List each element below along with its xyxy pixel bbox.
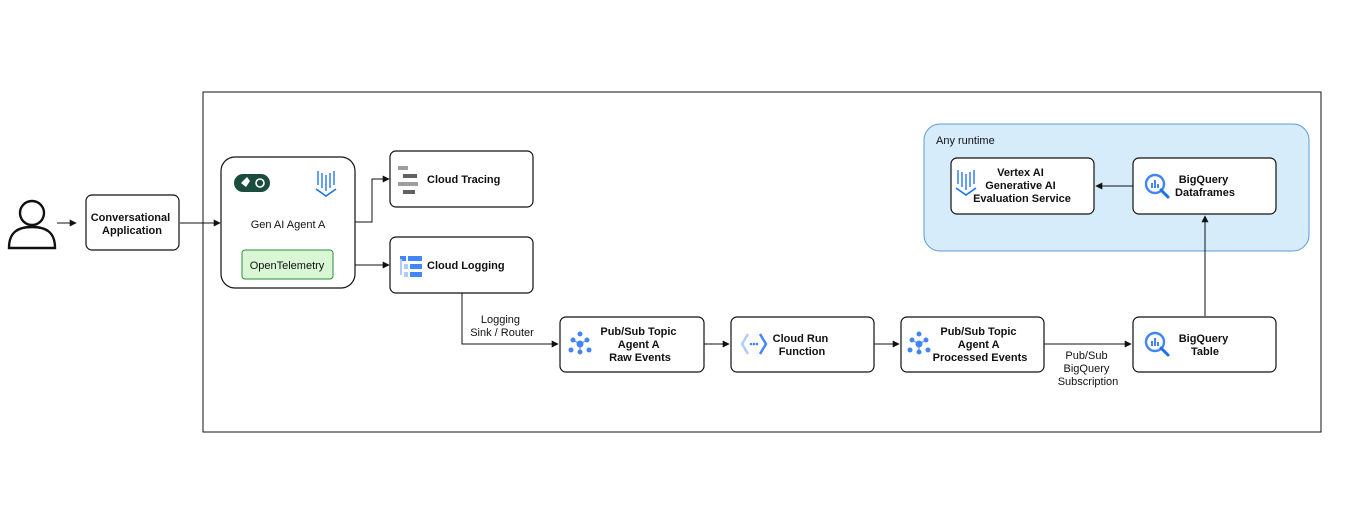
agent-framework-icon <box>234 174 270 192</box>
subscription-label: Pub/Sub BigQuery Subscription <box>1058 350 1119 388</box>
bigquery-dataframes-node[interactable]: BigQuery Dataframes <box>1132 157 1277 215</box>
pubsub-processed-events-label: Pub/Sub Topic Agent A Processed Events <box>933 326 1028 364</box>
cloud-run-function-node[interactable]: Cloud Run Function <box>730 316 875 373</box>
pubsub-icon <box>568 331 592 355</box>
pubsub-raw-events-label: Pub/Sub Topic Agent A Raw Events <box>600 326 679 364</box>
bigquery-icon <box>1144 331 1170 357</box>
edge-agent-to-tracing <box>355 175 390 223</box>
logging-sink-label: Logging Sink / Router <box>470 314 534 339</box>
conversational-application-label: Conversational Application <box>91 212 174 237</box>
bigquery-dataframes-label: BigQuery Dataframes <box>1175 174 1235 199</box>
cloud-run-icon <box>740 333 768 355</box>
pubsub-icon <box>907 331 931 355</box>
cloud-tracing-label: Cloud Tracing <box>427 174 500 186</box>
cloud-logging-icon <box>400 256 422 277</box>
bigquery-table-label: BigQuery Table <box>1179 333 1232 358</box>
cloud-tracing-node[interactable]: Cloud Tracing <box>389 150 534 208</box>
person-icon <box>7 199 57 250</box>
edge-logging-to-pubsub-raw <box>461 293 559 348</box>
any-runtime-region: Any runtime <box>923 123 1310 252</box>
cloud-tracing-icon <box>398 166 418 194</box>
system-boundary <box>202 91 1322 433</box>
vertex-ai-icon <box>955 170 977 196</box>
any-runtime-label: Any runtime <box>936 135 995 147</box>
bigquery-table-node[interactable]: BigQuery Table <box>1132 316 1277 373</box>
vertex-ai-evaluation-label: Vertex AI Generative AI Evaluation Servi… <box>973 167 1071 205</box>
gen-ai-agent-label: Gen AI Agent A <box>251 219 326 231</box>
gen-ai-agent-node[interactable]: Gen AI Agent A OpenTelemetry <box>220 156 356 289</box>
conversational-application-node[interactable]: Conversational Application <box>85 194 180 251</box>
opentelemetry-node[interactable]: OpenTelemetry <box>241 249 334 280</box>
cloud-run-function-label: Cloud Run Function <box>773 333 832 358</box>
pubsub-raw-events-node[interactable]: Pub/Sub Topic Agent A Raw Events <box>559 316 705 373</box>
vertex-ai-icon <box>315 171 337 197</box>
pubsub-processed-events-node[interactable]: Pub/Sub Topic Agent A Processed Events <box>900 316 1045 373</box>
vertex-ai-evaluation-node[interactable]: Vertex AI Generative AI Evaluation Servi… <box>950 157 1095 215</box>
edges <box>57 175 1209 348</box>
opentelemetry-label: OpenTelemetry <box>250 260 325 272</box>
cloud-logging-node[interactable]: Cloud Logging <box>389 236 534 294</box>
bigquery-icon <box>1144 173 1170 199</box>
cloud-logging-label: Cloud Logging <box>427 260 505 272</box>
